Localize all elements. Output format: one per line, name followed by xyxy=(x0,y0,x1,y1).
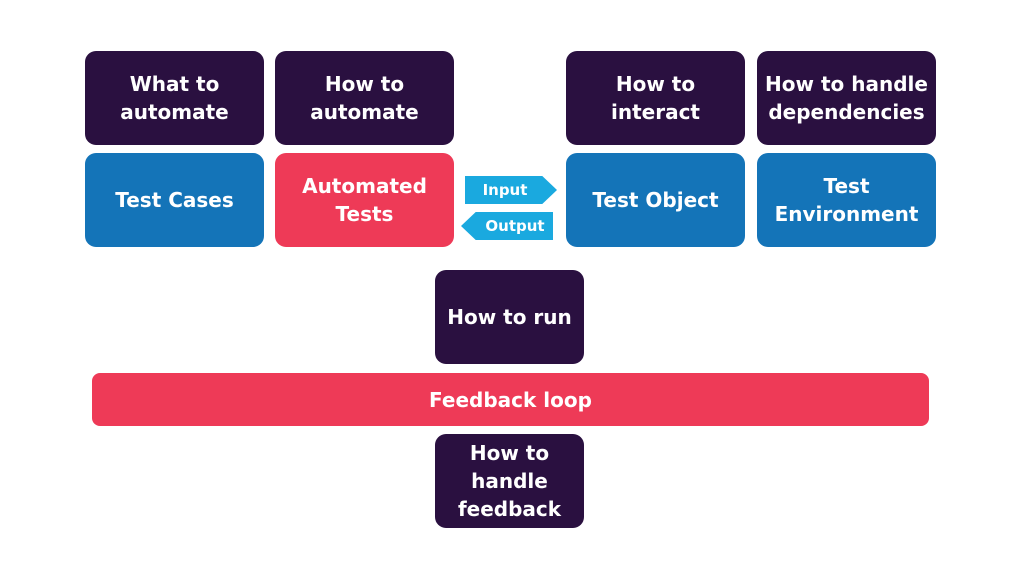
how-to-handle-dependencies-label: How to handle dependencies xyxy=(765,72,928,124)
input-arrow-label: Input xyxy=(482,181,528,199)
how-to-handle-dependencies-box: How to handle dependencies xyxy=(757,51,936,145)
how-to-interact-box: How to interact xyxy=(566,51,745,145)
how-to-automate-box: How to automate xyxy=(275,51,454,145)
output-arrow-label: Output xyxy=(485,217,545,235)
how-to-interact-label: How to interact xyxy=(611,72,700,124)
test-environment-box: Test Environment xyxy=(757,153,936,247)
what-to-automate-label: What to automate xyxy=(120,72,229,124)
test-object-label: Test Object xyxy=(592,188,719,212)
automated-tests-label: Automated Tests xyxy=(302,174,427,226)
input-arrow: Input xyxy=(465,176,557,204)
automated-tests-box: Automated Tests xyxy=(275,153,454,247)
how-to-automate-label: How to automate xyxy=(310,72,419,124)
how-to-handle-feedback-label: How to handle feedback xyxy=(457,441,562,521)
test-cases-box: Test Cases xyxy=(85,153,264,247)
how-to-handle-feedback-box: How to handle feedback xyxy=(435,434,584,528)
how-to-run-label: How to run xyxy=(447,305,572,329)
feedback-loop-label: Feedback loop xyxy=(429,387,592,412)
test-environment-label: Test Environment xyxy=(774,174,919,226)
output-arrow: Output xyxy=(461,212,553,240)
test-cases-label: Test Cases xyxy=(115,188,234,212)
what-to-automate-box: What to automate xyxy=(85,51,264,145)
feedback-loop-bar: Feedback loop xyxy=(92,373,929,426)
how-to-run-box: How to run xyxy=(435,270,584,364)
test-object-box: Test Object xyxy=(566,153,745,247)
